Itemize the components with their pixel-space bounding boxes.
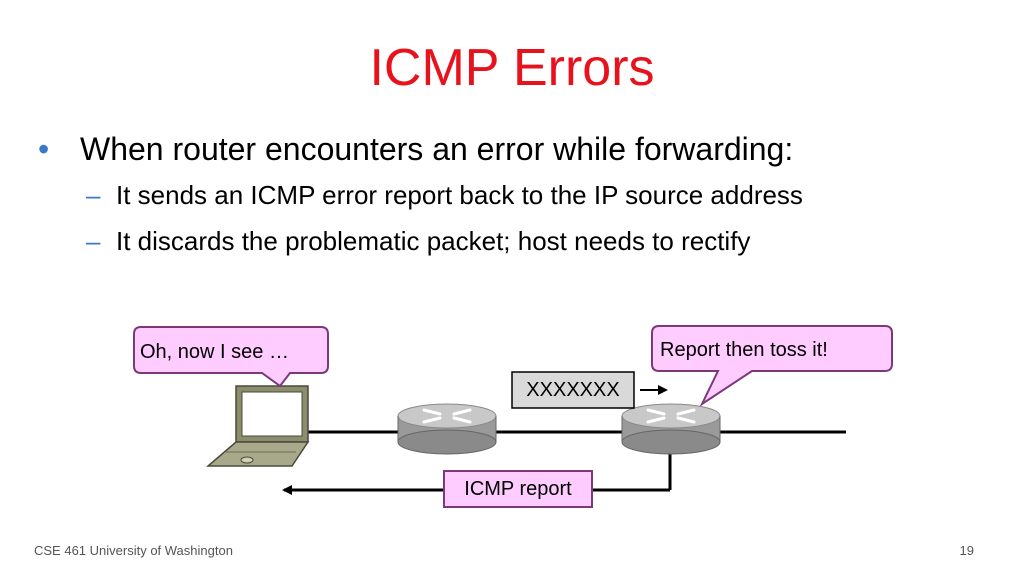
host-callout-text: Oh, now I see … bbox=[140, 341, 289, 363]
bullet-dot: • bbox=[38, 131, 50, 167]
sub-bullet-1: –It sends an ICMP error report back to t… bbox=[86, 180, 803, 211]
bullet-1-text: When router encounters an error while fo… bbox=[80, 131, 794, 167]
dash-mark: – bbox=[86, 226, 101, 256]
packet-box bbox=[511, 371, 635, 409]
packet-label: XXXXXXX bbox=[526, 379, 620, 401]
page-number: 19 bbox=[959, 543, 974, 558]
router-callout-text: Report then toss it! bbox=[660, 339, 828, 361]
sub-bullet-2-text: It discards the problematic packet; host… bbox=[116, 226, 751, 256]
footer-course: CSE 461 University of Washington bbox=[34, 543, 233, 558]
host-callout-bubble bbox=[133, 326, 329, 388]
bullet-1: • When router encounters an error while f… bbox=[38, 130, 793, 168]
router-icon bbox=[621, 403, 721, 455]
sub-bullet-2: –It discards the problematic packet; hos… bbox=[86, 226, 750, 257]
icmp-report-label: ICMP report bbox=[464, 478, 572, 500]
router-callout-bubble bbox=[651, 325, 893, 407]
sub-bullet-1-text: It sends an ICMP error report back to th… bbox=[116, 180, 803, 210]
icmp-report-box bbox=[443, 470, 593, 508]
laptop-icon bbox=[205, 385, 310, 467]
slide-title: ICMP Errors bbox=[369, 39, 655, 97]
dash-mark: – bbox=[86, 180, 101, 210]
router-icon bbox=[397, 403, 497, 455]
